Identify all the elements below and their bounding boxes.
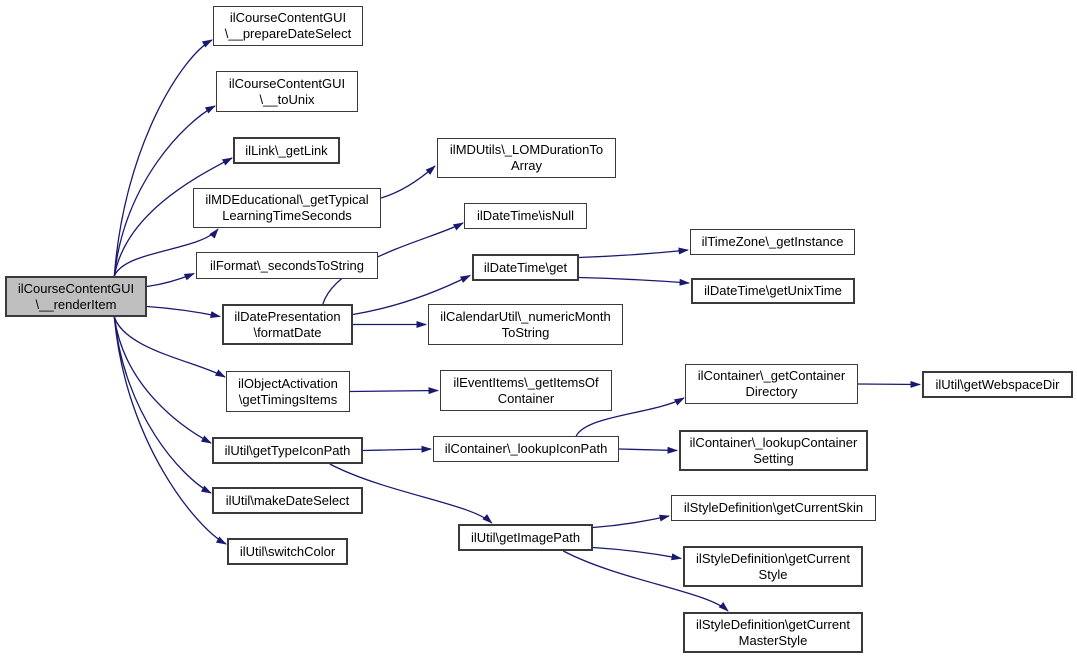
call-edge-getTypeIconPath-to-getImagePath — [329, 463, 493, 524]
node-ilcontainer-lookupcontainersetting[interactable]: ilContainer\_lookupContainer Setting — [679, 430, 868, 471]
call-edge-getImagePath-to-getCurrentSkin — [592, 514, 670, 529]
call-edge-renderItem-to-formatDate — [146, 305, 221, 319]
node-ilcoursecontentgui-renderitem[interactable]: ilCourseContentGUI \__renderItem — [5, 276, 147, 317]
call-edge-getImagePath-to-getCurrentMasterStyle — [563, 550, 729, 612]
call-edge-renderItem-to-secondsToString — [146, 272, 195, 288]
node-ilstyledefinition-getcurrentskin[interactable]: ilStyleDefinition\getCurrentSkin — [671, 495, 876, 521]
node-ilobjectactivation-gettimingsitems[interactable]: ilObjectActivation \getTimingsItems — [226, 371, 350, 412]
node-illink-getlink[interactable]: ilLink\_getLink — [233, 137, 340, 164]
call-edge-renderItem-to-getTypeIconPath — [113, 316, 212, 444]
call-edge-renderItem-to-prepareDateSelect — [113, 39, 213, 277]
call-edge-renderItem-to-switchColor — [113, 316, 227, 545]
call-edge-mdEducational-to-lomDurationToArray — [380, 165, 436, 199]
node-ildatepresentation-formatdate[interactable]: ilDatePresentation \formatDate — [222, 304, 353, 345]
node-ilcoursecontentgui-tounix[interactable]: ilCourseContentGUI \__toUnix — [216, 71, 358, 112]
call-edge-getTimingsItems-to-getItemsOfContainer — [349, 387, 439, 395]
call-edge-renderItem-to-getLink — [113, 157, 233, 277]
node-ilutil-getwebspacedir[interactable]: ilUtil\getWebspaceDir — [922, 371, 1073, 398]
call-edge-formatDate-to-get — [352, 274, 471, 316]
node-ilstyledefinition-getcurrentstyle[interactable]: ilStyleDefinition\getCurrent Style — [683, 546, 863, 587]
call-edge-get-to-timeZoneGetInstance — [578, 247, 689, 259]
call-edge-getContainerDirectory-to-getWebspaceDir — [857, 380, 921, 388]
node-ildatetime-get[interactable]: ilDateTime\get — [472, 254, 579, 281]
call-edge-get-to-getUnixTime — [578, 276, 690, 286]
call-edge-renderItem-to-makeDateSelect — [113, 316, 212, 494]
node-ilmdeducational-gettypicallearningtimeseconds[interactable]: ilMDEducational\_getTypical LearningTime… — [193, 188, 381, 228]
call-edge-lookupIconPath-to-lookupContainerSetting — [618, 446, 678, 454]
node-ilformat-secondstostring[interactable]: ilFormat\_secondsToString — [196, 252, 378, 279]
node-ilcoursecontentgui-preparedateselect[interactable]: ilCourseContentGUI \__prepareDateSelect — [213, 6, 363, 46]
call-edge-renderItem-to-toUnix — [113, 105, 216, 277]
node-ilutil-getimagepath[interactable]: ilUtil\getImagePath — [458, 524, 593, 551]
node-ilmdutils-lomdurationtoarray[interactable]: ilMDUtils\_LOMDurationTo Array — [437, 138, 616, 178]
node-iltimezone-getinstance[interactable]: ilTimeZone\_getInstance — [690, 229, 855, 255]
node-ilutil-gettypeiconpath[interactable]: ilUtil\getTypeIconPath — [212, 437, 363, 464]
call-edge-lookupIconPath-to-getContainerDirectory — [575, 397, 685, 437]
node-ilstyledefinition-getcurrentmasterstyle[interactable]: ilStyleDefinition\getCurrent MasterStyle — [683, 612, 863, 653]
node-ildatetime-isnull[interactable]: ilDateTime\isNull — [464, 203, 587, 229]
call-edge-getImagePath-to-getCurrentStyle — [592, 546, 682, 561]
node-ilcontainer-getcontainerdirectory[interactable]: ilContainer\_getContainer Directory — [685, 364, 858, 404]
node-ilcalendarutil-numericmonthtostring[interactable]: ilCalendarUtil\_numericMonth ToString — [428, 304, 623, 345]
node-ilutil-makedateselect[interactable]: ilUtil\makeDateSelect — [212, 487, 363, 514]
call-edge-formatDate-to-isNull — [322, 222, 464, 305]
node-ileventitems-getitemsofcontainer[interactable]: ilEventItems\_getItemsOf Container — [440, 370, 612, 411]
call-edge-renderItem-to-mdEducational — [113, 228, 219, 277]
call-edge-getTypeIconPath-to-lookupIconPath — [362, 445, 432, 453]
node-ilutil-switchcolor[interactable]: ilUtil\switchColor — [227, 538, 348, 565]
call-edge-renderItem-to-getTimingsItems — [113, 316, 226, 378]
node-ildatetime-getunixtime[interactable]: ilDateTime\getUnixTime — [691, 278, 855, 304]
node-ilcontainer-lookupiconpath[interactable]: ilContainer\_lookupIconPath — [433, 436, 619, 462]
